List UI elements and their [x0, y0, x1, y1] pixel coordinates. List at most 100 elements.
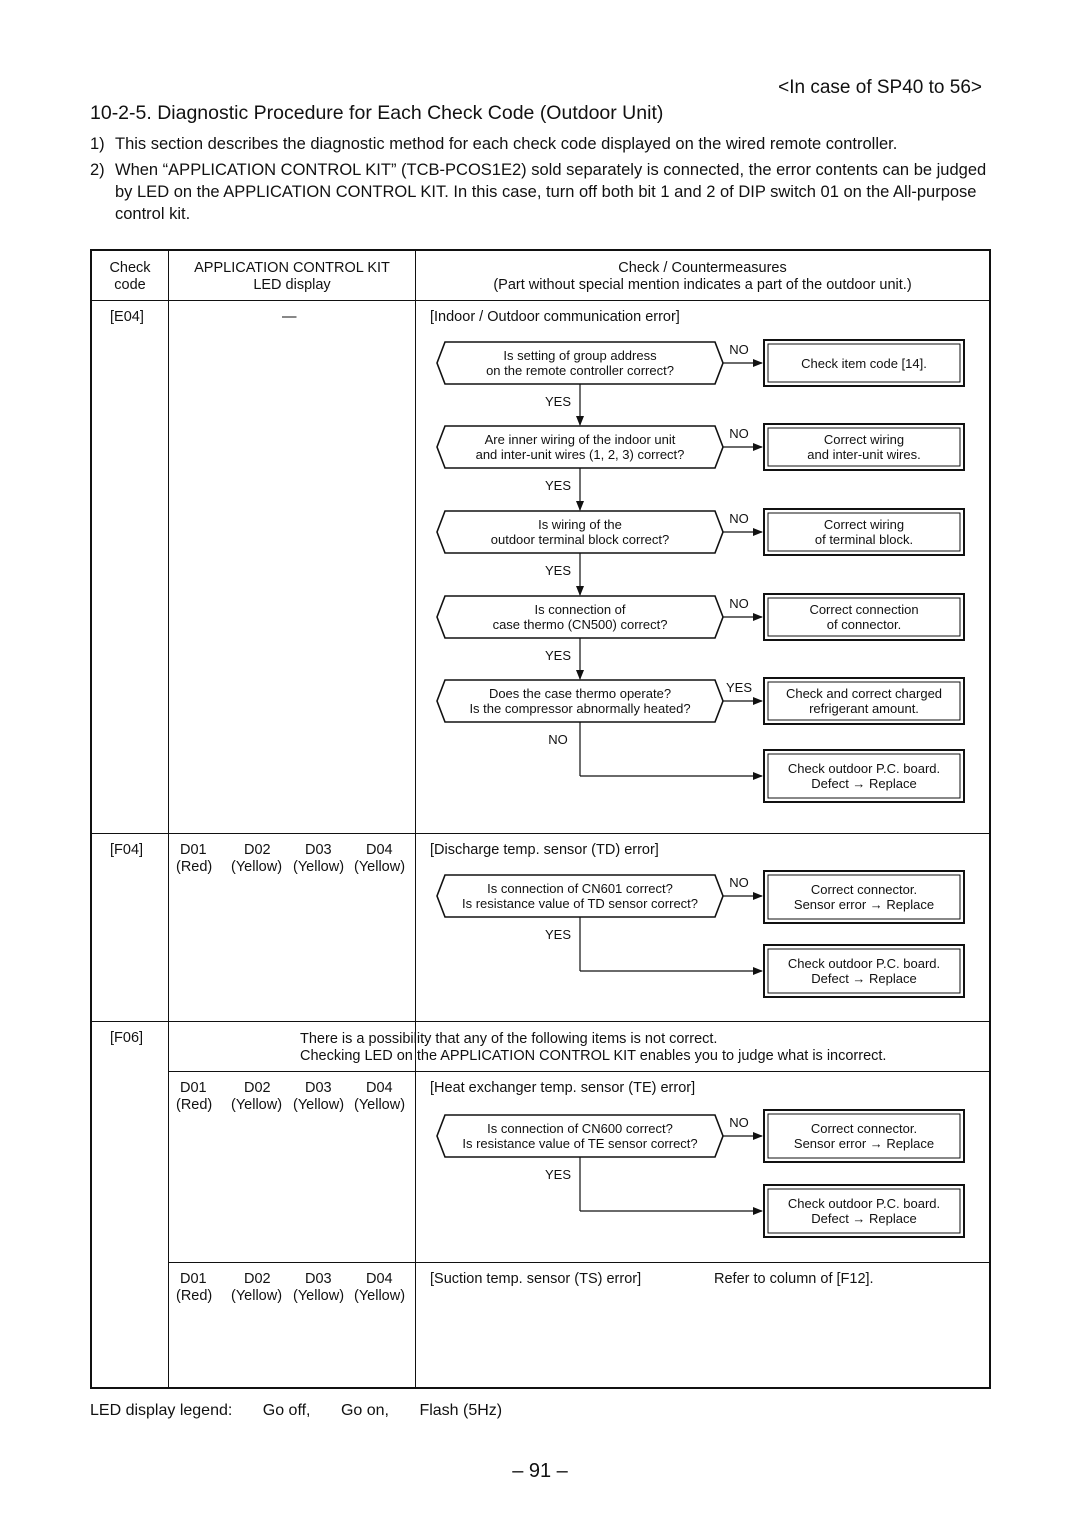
led-color: (Yellow)	[354, 1097, 406, 1113]
header-line: Check / Countermeasures	[618, 260, 787, 276]
final-action-box	[763, 749, 965, 803]
decision-text: Is connection of	[534, 602, 625, 617]
action-text: Check item code [14].	[801, 356, 927, 371]
final-action-box	[763, 944, 965, 998]
action-box	[763, 339, 965, 387]
action-box-inner	[767, 427, 961, 467]
branch-label: NO	[729, 426, 749, 441]
final-action-box-inner	[767, 753, 961, 799]
led-color: (Red)	[176, 859, 213, 875]
diagnostic-table: Check code APPLICATION CONTROL KIT LED d…	[90, 249, 991, 1389]
legend-flash: Flash (5Hz)	[419, 1402, 503, 1419]
led-color: (Red)	[176, 1097, 213, 1113]
decision-node	[436, 595, 724, 639]
header-line: (Part without special mention indicates …	[493, 277, 912, 293]
led-label: D04	[366, 842, 393, 858]
led-color: (Yellow)	[354, 859, 406, 875]
branch-label: NO	[729, 511, 749, 526]
led-color: (Yellow)	[293, 859, 345, 875]
action-box	[763, 423, 965, 471]
led-label: D04	[366, 1271, 393, 1287]
check-code-f04: [F04]	[110, 842, 144, 858]
action-text: Check outdoor P.C. board.	[788, 956, 940, 971]
header-line: code	[114, 277, 146, 293]
action-text: and inter-unit wires.	[807, 447, 920, 462]
action-text: Sensor error → Replace	[794, 1136, 934, 1151]
decision-text: Are inner wiring of the indoor unit	[485, 432, 676, 447]
led-color: (Red)	[176, 1288, 213, 1304]
action-box	[763, 508, 965, 556]
decision-text: Is connection of CN601 correct?	[487, 881, 673, 896]
check-code-f06: [F06]	[110, 1030, 144, 1046]
action-text: Sensor error → Replace	[794, 897, 934, 912]
led-label: D03	[305, 1271, 332, 1287]
led-color: (Yellow)	[293, 1097, 345, 1113]
down-label: YES	[545, 648, 571, 663]
led-label: D02	[244, 1080, 271, 1096]
down-label: YES	[545, 394, 571, 409]
led-legend: LED display legend: Go off, Go on, Flash…	[90, 1402, 502, 1420]
f06-note-line: There is a possibility that any of the f…	[300, 1031, 718, 1047]
final-action-box-inner	[767, 948, 961, 994]
branch-label: NO	[729, 1115, 749, 1130]
e04-heading: [Indoor / Outdoor communication error]	[430, 309, 680, 325]
branch-label: NO	[729, 875, 749, 890]
action-text: Correct connector.	[811, 1121, 917, 1136]
action-box-inner	[767, 597, 961, 637]
decision-text: Is the compressor abnormally heated?	[469, 701, 690, 716]
action-text: Correct wiring	[824, 517, 904, 532]
row-divider	[168, 1262, 989, 1263]
led-color: (Yellow)	[354, 1288, 406, 1304]
led-display-none: —	[282, 309, 297, 325]
ts-heading: [Suction temp. sensor (TS) error]	[430, 1271, 642, 1287]
row-divider	[92, 833, 989, 834]
action-box-inner	[767, 1113, 961, 1159]
te-heading: [Heat exchanger temp. sensor (TE) error]	[430, 1080, 696, 1096]
header-check-code: Check code	[92, 260, 168, 294]
section-title: 10-2-5. Diagnostic Procedure for Each Ch…	[90, 102, 664, 124]
led-color: (Yellow)	[293, 1288, 345, 1304]
header-line: APPLICATION CONTROL KIT	[194, 260, 390, 276]
action-box	[763, 870, 965, 924]
action-text: Correct connection	[809, 602, 918, 617]
intro-item-number: 1)	[90, 135, 105, 153]
intro-item-text: When “APPLICATION CONTROL KIT” (TCB-PCOS…	[115, 161, 987, 223]
action-box-inner	[767, 512, 961, 552]
model-range-label: <In case of SP40 to 56>	[778, 77, 982, 98]
down-label: YES	[545, 927, 571, 942]
action-text: of connector.	[827, 617, 901, 632]
down-label: YES	[545, 1167, 571, 1182]
decision-node	[436, 425, 724, 469]
led-label: D02	[244, 1271, 271, 1287]
decision-text: on the remote controller correct?	[486, 363, 674, 378]
action-text: Defect → Replace	[811, 971, 917, 986]
led-label: D03	[305, 1080, 332, 1096]
led-label: D04	[366, 1080, 393, 1096]
column-divider	[415, 251, 416, 1387]
column-divider	[168, 251, 169, 1387]
decision-node	[436, 679, 724, 723]
led-color: (Yellow)	[231, 859, 283, 875]
page-number: – 91 –	[512, 1460, 568, 1482]
down-label: YES	[545, 563, 571, 578]
action-text: refrigerant amount.	[809, 701, 919, 716]
action-box-inner	[767, 681, 961, 721]
action-text: Correct connector.	[811, 882, 917, 897]
action-text: Check outdoor P.C. board.	[788, 1196, 940, 1211]
decision-node	[436, 874, 724, 918]
decision-text: Is connection of CN600 correct?	[487, 1121, 673, 1136]
header-divider	[92, 300, 989, 301]
decision-node	[436, 1114, 724, 1158]
down-label: YES	[545, 478, 571, 493]
legend-go-on: Go on,	[340, 1402, 389, 1419]
led-label: D02	[244, 842, 271, 858]
intro-item-text: This section describes the diagnostic me…	[115, 135, 898, 153]
branch-label: NO	[729, 596, 749, 611]
led-label: D01	[180, 1080, 207, 1096]
decision-text: Does the case thermo operate?	[489, 686, 671, 701]
f06-note-line: Checking LED on the APPLICATION CONTROL …	[300, 1048, 887, 1064]
check-code-e04: [E04]	[110, 309, 144, 325]
decision-text: and inter-unit wires (1, 2, 3) correct?	[476, 447, 685, 462]
